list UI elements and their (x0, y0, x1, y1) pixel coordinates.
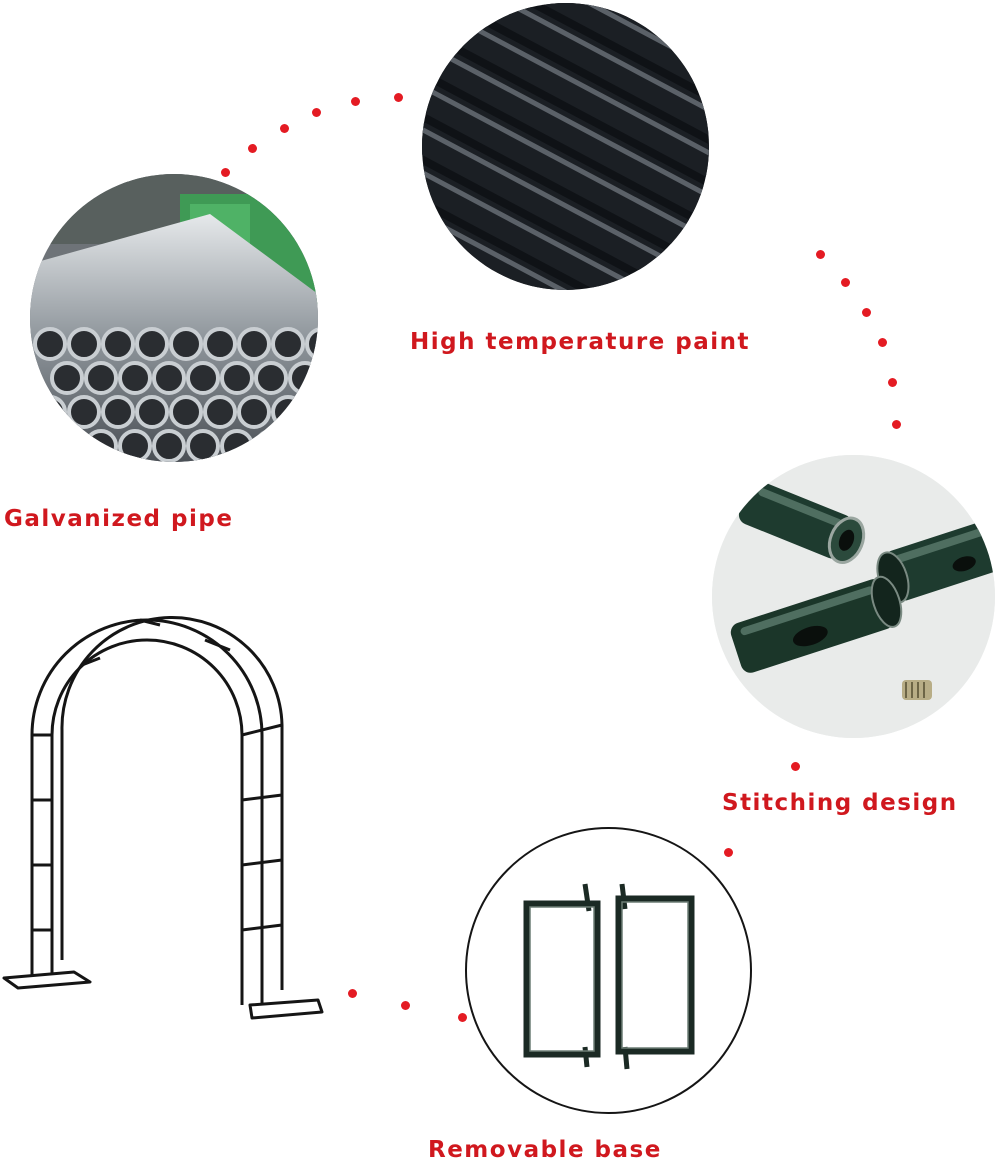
pipe-end (118, 429, 152, 462)
connector-dot (862, 308, 871, 317)
connector-dot (816, 250, 825, 259)
pipe-end (169, 395, 203, 429)
painted-tube (422, 3, 709, 209)
pipe-end (254, 429, 288, 462)
painted-tube (422, 94, 709, 290)
pipe-end (169, 327, 203, 361)
connector-dot (841, 278, 850, 287)
pipe-end (203, 395, 237, 429)
pipe-end (186, 429, 220, 462)
pipe-end (101, 395, 135, 429)
pipe-end (50, 429, 84, 462)
pipe-end (67, 327, 101, 361)
pipe-end (220, 429, 254, 462)
pipe-joint-photo (712, 455, 995, 738)
galvanized-pipe-photo (30, 174, 318, 462)
connector-dot (280, 124, 289, 133)
pipe-end (237, 395, 271, 429)
connector-dot (348, 989, 357, 998)
connector-dot (892, 420, 901, 429)
pipe-end (237, 327, 271, 361)
pipe-end (220, 361, 254, 395)
base-frame-photo (465, 827, 752, 1114)
painted-tube (422, 61, 709, 276)
label-removable-base: Removable base (428, 1137, 662, 1162)
connector-dot (394, 93, 403, 102)
pipe-end (152, 429, 186, 462)
pipe-end (254, 361, 288, 395)
pipe-end (271, 395, 305, 429)
label-stitching-design: Stitching design (722, 790, 958, 816)
painted-tube (422, 161, 698, 290)
label-high-temperature-paint: High temperature paint (410, 329, 751, 355)
pipe-end (186, 361, 220, 395)
connector-dot (401, 1001, 410, 1010)
pipe-end (118, 361, 152, 395)
pipe-end (288, 361, 318, 395)
connector-dot (221, 168, 230, 177)
pipe-end (50, 361, 84, 395)
pipe-end (101, 327, 135, 361)
connector-dot (351, 97, 360, 106)
connector-dot (724, 848, 733, 857)
pipe-end (67, 395, 101, 429)
connector-dot (878, 338, 887, 347)
pipe-end (288, 429, 318, 462)
pipe-end (305, 395, 318, 429)
connector-dot (248, 144, 257, 153)
pipe-end (33, 395, 67, 429)
pipe-end (84, 429, 118, 462)
painted-tube (422, 27, 709, 242)
painted-pipe-photo (422, 3, 709, 290)
pipe-end (203, 327, 237, 361)
connector-dot (888, 378, 897, 387)
label-galvanized-pipe: Galvanized pipe (4, 506, 234, 532)
pipe-end (33, 327, 67, 361)
pipe-end (271, 327, 305, 361)
arch-frame-icon (0, 610, 330, 1030)
painted-tube (445, 3, 709, 142)
connector-dot (312, 108, 321, 117)
pipe-end (135, 327, 169, 361)
connector-dot (458, 1013, 467, 1022)
pipe-end (152, 361, 186, 395)
pipe-end (305, 327, 318, 361)
connector-dot (791, 762, 800, 771)
pipe-end (84, 361, 118, 395)
pipe-end (135, 395, 169, 429)
